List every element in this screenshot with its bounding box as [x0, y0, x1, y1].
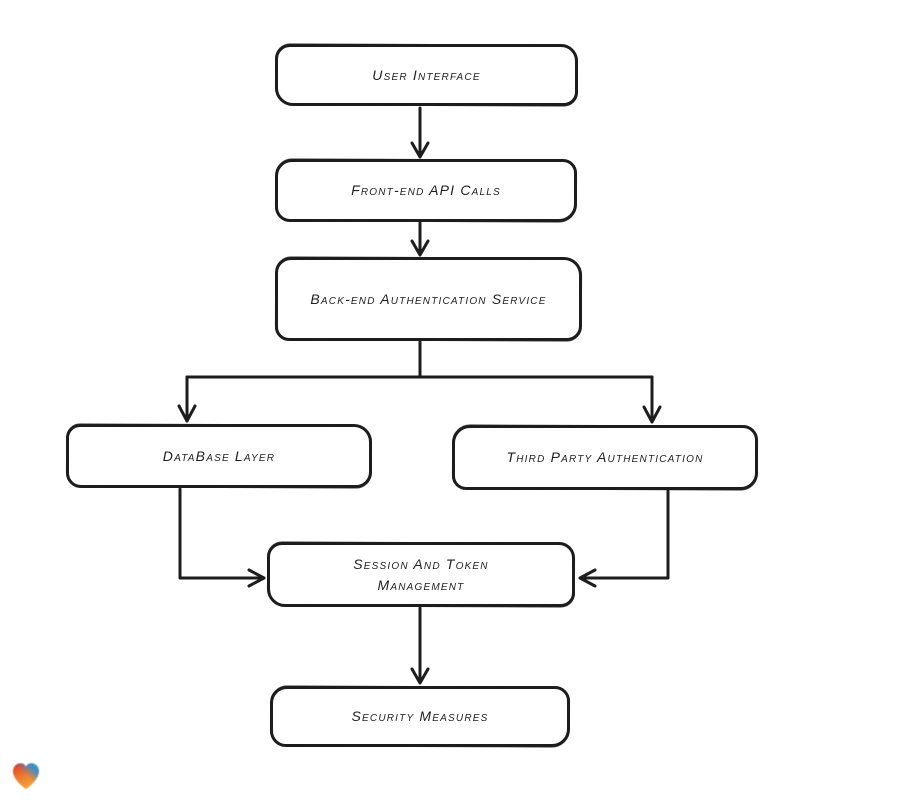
edge-thirdparty-to-session [578, 489, 670, 588]
edge-database-to-session [178, 487, 266, 588]
node-label: Back-end Authentication Service [310, 290, 547, 307]
node-user-interface[interactable]: User Interface [275, 44, 578, 106]
node-back-end-authentication-service[interactable]: Back-end Authentication Service [275, 257, 582, 341]
edge-ui-to-api [410, 106, 430, 159]
node-label: Front-end API Calls [351, 182, 501, 198]
node-session-and-token-management[interactable]: Session And Token Management [267, 542, 575, 607]
node-third-party-authentication[interactable]: Third Party Authentication [452, 425, 758, 490]
edge-backend-to-thirdparty [642, 375, 662, 424]
node-label: DataBase Layer [162, 447, 276, 464]
node-label: Session And Token Management [353, 555, 489, 593]
node-label: User Interface [372, 66, 481, 83]
node-label: Security Measures [351, 708, 489, 724]
edge-api-to-backend [410, 221, 430, 257]
heart-icon [13, 763, 39, 789]
edge-backend-branch [185, 340, 654, 379]
node-front-end-api-calls[interactable]: Front-end API Calls [275, 159, 577, 222]
node-security-measures[interactable]: Security Measures [270, 686, 570, 747]
edge-backend-to-database [177, 375, 197, 423]
node-database-layer[interactable]: DataBase Layer [66, 424, 372, 488]
edge-session-to-security [410, 606, 430, 685]
gradient-heart-logo [10, 761, 42, 792]
node-label: Third Party Authentication [506, 449, 704, 465]
